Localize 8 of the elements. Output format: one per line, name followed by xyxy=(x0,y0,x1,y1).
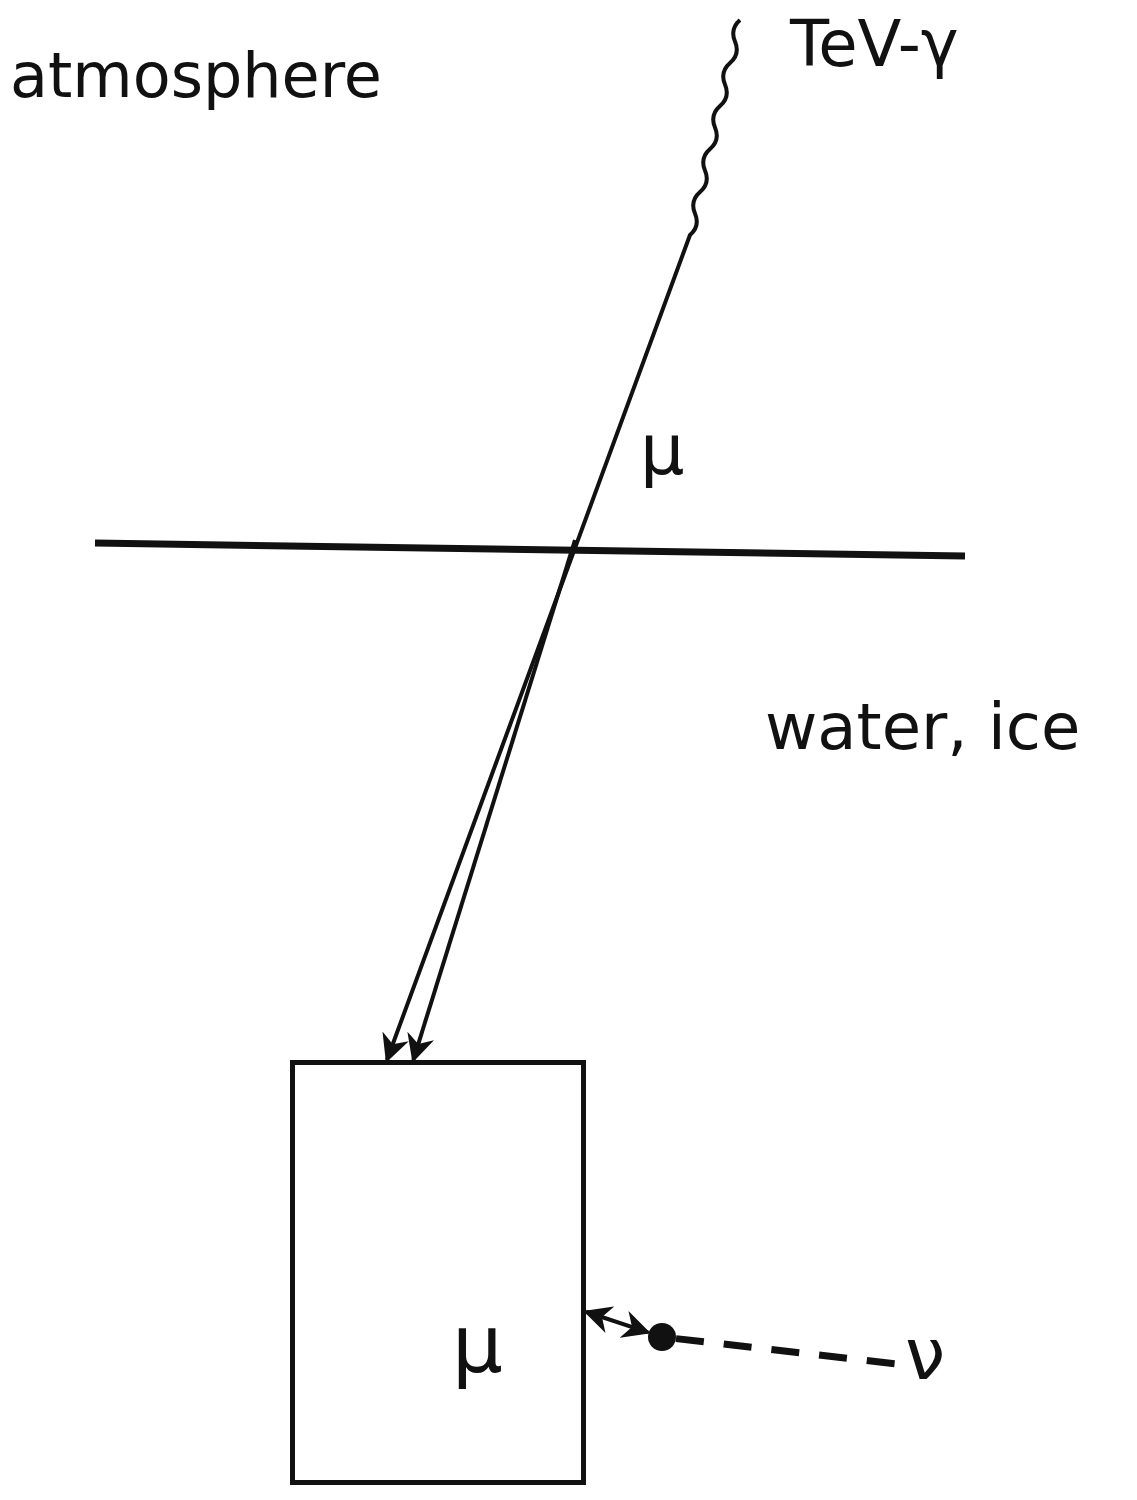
interaction-dot xyxy=(648,1323,676,1351)
double-arrow xyxy=(583,1306,651,1338)
particle-label: ν xyxy=(905,1318,995,1398)
arrow xyxy=(407,539,577,1063)
detector-box xyxy=(290,1060,586,1485)
particle-label: TeV-γ xyxy=(790,12,1005,90)
region-label: water, ice xyxy=(765,695,1081,759)
arrow xyxy=(382,18,742,1063)
